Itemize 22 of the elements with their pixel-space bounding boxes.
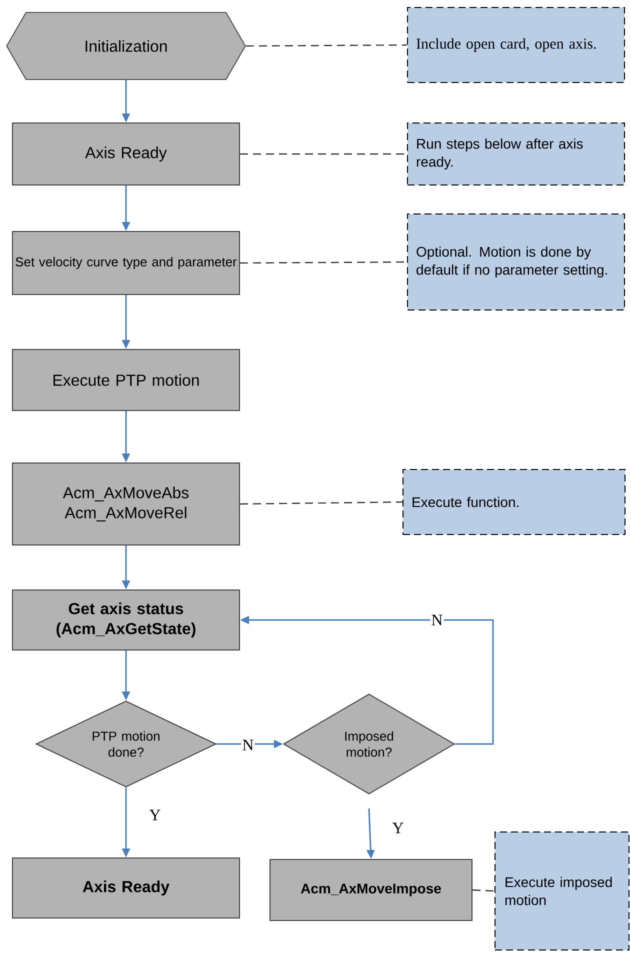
note-box: Execute function. bbox=[402, 469, 626, 535]
note-box: Run steps below after axis ready. bbox=[407, 122, 625, 186]
edge-label: N bbox=[430, 614, 444, 626]
process-box: Axis Ready bbox=[12, 858, 240, 918]
process-box: Execute PTP motion bbox=[12, 349, 240, 411]
process-box: Acm_AxMoveAbs Acm_AxMoveRel bbox=[12, 462, 240, 546]
dashed-connector bbox=[240, 501, 402, 505]
start-hexagon: Initialization bbox=[6, 12, 246, 80]
process-box: Get axis status (Acm_AxGetState) bbox=[12, 590, 240, 650]
process-box: Axis Ready bbox=[12, 122, 240, 186]
note-box: Execute imposed motion bbox=[494, 832, 630, 950]
edge-label: N bbox=[241, 738, 255, 752]
note-box: Include open card, open axis. bbox=[407, 7, 625, 83]
dashed-connector bbox=[472, 889, 495, 892]
dashed-connector bbox=[246, 44, 407, 47]
note-box: Optional. Motion is done by default if no parameter setting. bbox=[407, 214, 625, 310]
dashed-connector bbox=[240, 261, 407, 264]
dashed-connector bbox=[240, 153, 407, 155]
edge-label: Y bbox=[391, 822, 405, 834]
process-box: Set velocity curve type and parameter bbox=[12, 231, 240, 295]
process-box: Acm_AxMoveImpose bbox=[270, 859, 472, 921]
edge-label: Y bbox=[148, 808, 162, 822]
